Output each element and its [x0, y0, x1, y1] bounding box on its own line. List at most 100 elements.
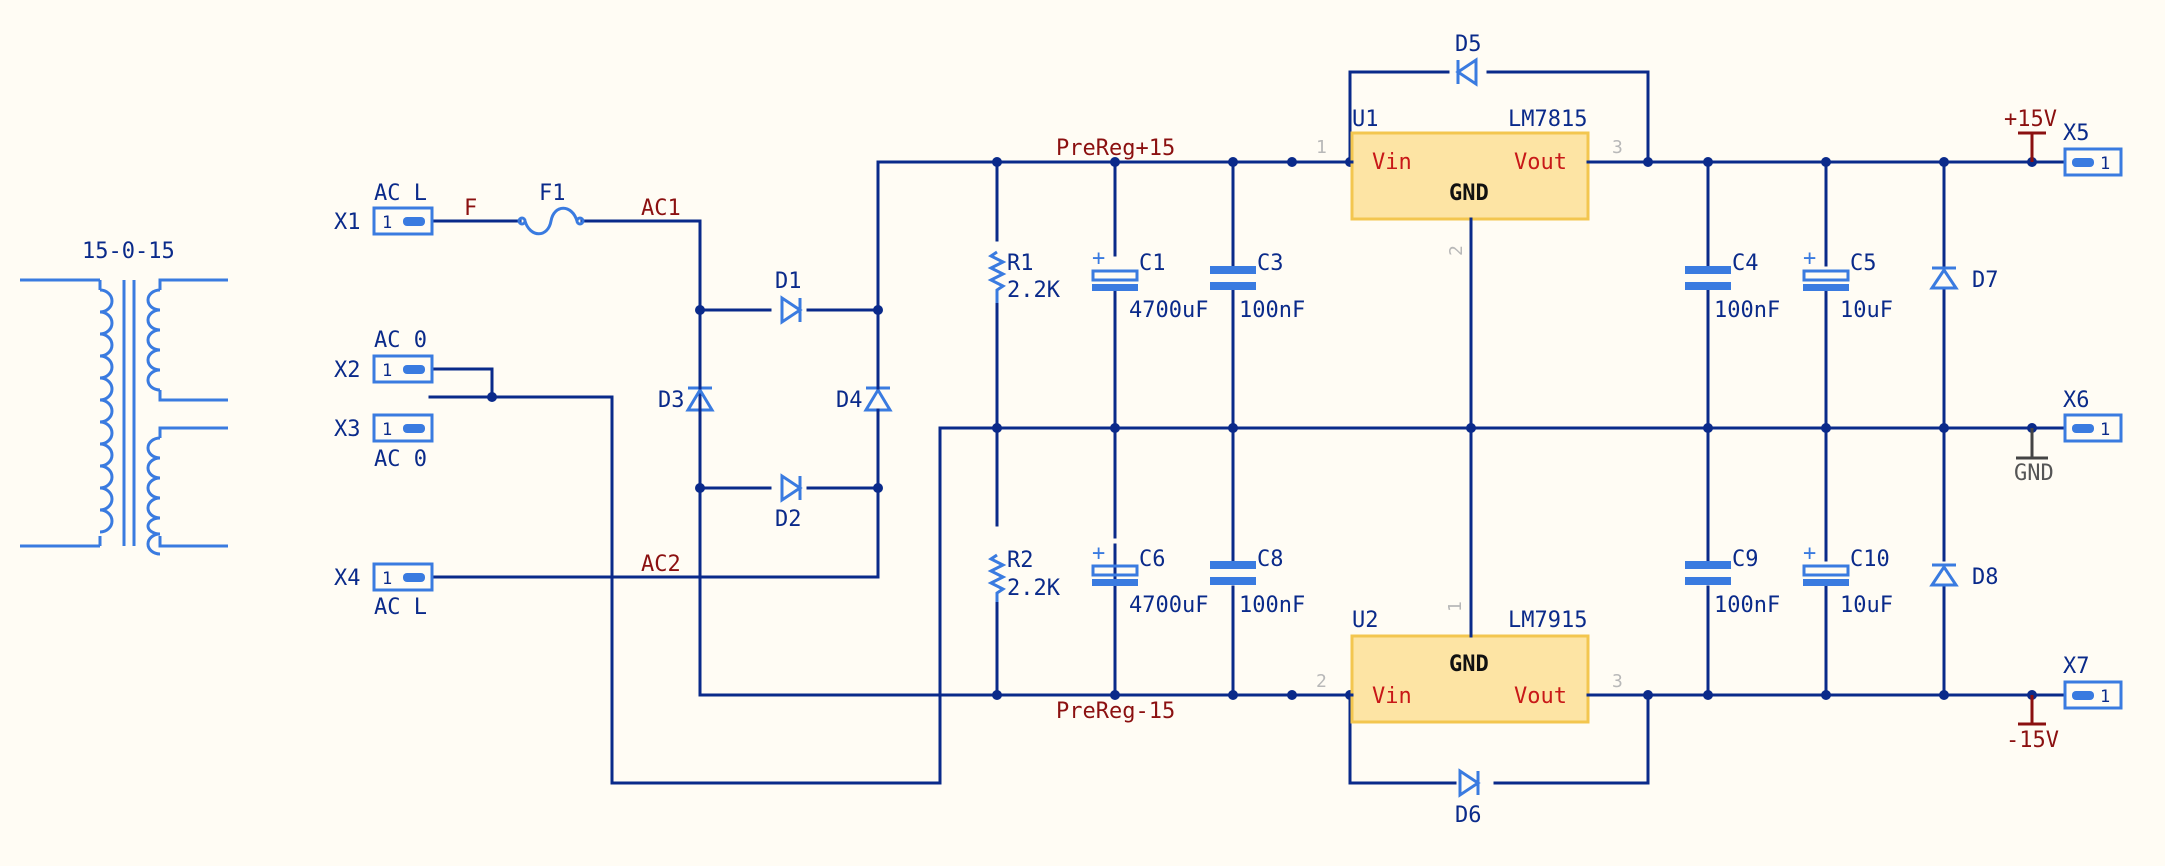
regulator-u1-gnd: GND: [1449, 181, 1489, 206]
net-label-prereg-neg: PreReg-15: [1056, 699, 1175, 724]
transformer: 15-0-15: [20, 239, 228, 556]
diode-d3: D3: [658, 308, 715, 490]
diode-d5-ref: D5: [1455, 32, 1482, 57]
regulator-u2-pin-gnd: 1: [1445, 601, 1466, 612]
capacitor-c6-value: 4700uF: [1129, 593, 1208, 618]
power-gnd: GND: [2014, 428, 2054, 486]
resistor-r2-value: 2.2K: [1007, 576, 1061, 601]
connector-x6-pin: 1: [2100, 420, 2110, 440]
capacitor-c1: + C1 4700uF: [1091, 246, 1208, 323]
capacitor-c3-ref: C3: [1257, 251, 1284, 276]
capacitor-c6-ref: C6: [1139, 547, 1166, 572]
diode-d3-ref: D3: [658, 388, 685, 413]
regulator-u1-value: LM7815: [1508, 107, 1587, 132]
connector-x1-ref: X1: [334, 210, 361, 235]
connector-x3-ref: X3: [334, 417, 361, 442]
capacitor-c6: + C6 4700uF: [1091, 541, 1208, 618]
regulator-u2-vout: Vout: [1514, 684, 1567, 709]
capacitor-c9: C9 100nF: [1685, 547, 1780, 618]
connector-x4-pin: 1: [382, 569, 392, 589]
regulator-u2-pin-in: 2: [1316, 671, 1327, 692]
connector-x1-pin: 1: [382, 213, 392, 233]
capacitor-c6-plus: +: [1092, 541, 1105, 566]
wires: [428, 70, 2067, 785]
capacitor-c3: C3 100nF: [1210, 251, 1305, 323]
regulator-u1-pin-in: 1: [1316, 137, 1327, 158]
resistor-r1-value: 2.2K: [1007, 278, 1061, 303]
power-gnd-label: GND: [2014, 461, 2054, 486]
connector-x7-ref: X7: [2063, 654, 2090, 679]
regulator-u1-pin-out: 3: [1612, 137, 1623, 158]
diode-d7: D7: [1929, 266, 1999, 293]
power-neg15-label: -15V: [2006, 728, 2059, 753]
connector-x3: X3 AC 0 1: [334, 413, 434, 472]
capacitor-c10-value: 10uF: [1840, 593, 1893, 618]
connector-x2-ref: X2: [334, 358, 361, 383]
connector-x4-label: AC L: [374, 595, 427, 620]
diode-d2: D2: [775, 473, 803, 532]
connector-x3-pin: 1: [382, 420, 392, 440]
capacitor-c1-ref: C1: [1139, 251, 1166, 276]
capacitor-c5-value: 10uF: [1840, 298, 1893, 323]
connector-x3-label: AC 0: [374, 447, 427, 472]
resistor-r2: R2 2.2K: [987, 548, 1061, 602]
capacitor-c5: + C5 10uF: [1802, 246, 1893, 323]
capacitor-c1-value: 4700uF: [1129, 298, 1208, 323]
regulator-u2-ref: U2: [1352, 608, 1379, 633]
regulator-u2: U2 LM7915 GND Vin Vout 2 3 1: [1290, 426, 1650, 724]
connector-x7: X7 1: [2063, 654, 2123, 710]
capacitor-c1-plus: +: [1092, 246, 1105, 271]
diode-d1: D1: [775, 269, 803, 325]
diode-d5: D5: [1455, 32, 1482, 87]
net-label-f: F: [464, 196, 477, 221]
connector-x5-ref: X5: [2063, 121, 2090, 146]
capacitor-c4-ref: C4: [1732, 251, 1759, 276]
power-pos15-label: +15V: [2004, 107, 2057, 132]
diode-d6-ref: D6: [1455, 803, 1482, 828]
diode-d4: D4: [836, 308, 893, 490]
net-label-ac1: AC1: [641, 196, 681, 221]
capacitor-c10: + C10 10uF: [1802, 541, 1893, 618]
regulator-u1-vout: Vout: [1514, 150, 1567, 175]
connector-x6: X6 1: [2063, 388, 2123, 443]
net-label-prereg-pos: PreReg+15: [1056, 136, 1175, 161]
connector-x1-label: AC L: [374, 181, 427, 206]
capacitor-c5-ref: C5: [1850, 251, 1877, 276]
power-pos15: +15V: [2004, 107, 2057, 162]
capacitor-c9-ref: C9: [1732, 547, 1759, 572]
regulator-u2-pin-out: 3: [1612, 671, 1623, 692]
capacitor-c4: C4 100nF: [1685, 251, 1780, 323]
connector-x4: X4 AC L 1: [334, 562, 434, 620]
resistor-r2-ref: R2: [1007, 548, 1034, 573]
connector-x5-pin: 1: [2100, 154, 2110, 174]
capacitor-c3-value: 100nF: [1239, 298, 1305, 323]
regulator-u1-vin: Vin: [1372, 150, 1412, 175]
diode-d7-ref: D7: [1972, 268, 1999, 293]
connector-x6-ref: X6: [2063, 388, 2090, 413]
connector-x4-ref: X4: [334, 566, 361, 591]
fuse-f1: F1: [517, 181, 585, 236]
resistor-r1: R1 2.2K: [987, 250, 1061, 303]
capacitor-c8-value: 100nF: [1239, 593, 1305, 618]
regulator-u2-value: LM7915: [1508, 608, 1587, 633]
regulator-u1: U1 LM7815 Vin Vout GND 1 3 2: [1290, 107, 1650, 430]
regulator-u2-gnd: GND: [1449, 652, 1489, 677]
diode-d6: D6: [1455, 768, 1482, 828]
capacitor-c8-ref: C8: [1257, 547, 1284, 572]
diode-d1-ref: D1: [775, 269, 802, 294]
capacitor-c10-ref: C10: [1850, 547, 1890, 572]
diode-d8-ref: D8: [1972, 565, 1999, 590]
connector-x7-pin: 1: [2100, 687, 2110, 707]
diode-d4-ref: D4: [836, 388, 863, 413]
transformer-value: 15-0-15: [82, 239, 175, 264]
capacitor-c4-value: 100nF: [1714, 298, 1780, 323]
fuse-f1-ref: F1: [539, 181, 566, 206]
connector-x2: X2 AC 0 1: [334, 328, 434, 384]
capacitor-c10-plus: +: [1803, 541, 1816, 566]
resistor-r1-ref: R1: [1007, 251, 1034, 276]
regulator-u1-ref: U1: [1352, 107, 1379, 132]
power-neg15: -15V: [2006, 695, 2059, 753]
diode-d8: D8: [1929, 563, 1999, 590]
capacitor-c8: C8 100nF: [1210, 547, 1305, 618]
